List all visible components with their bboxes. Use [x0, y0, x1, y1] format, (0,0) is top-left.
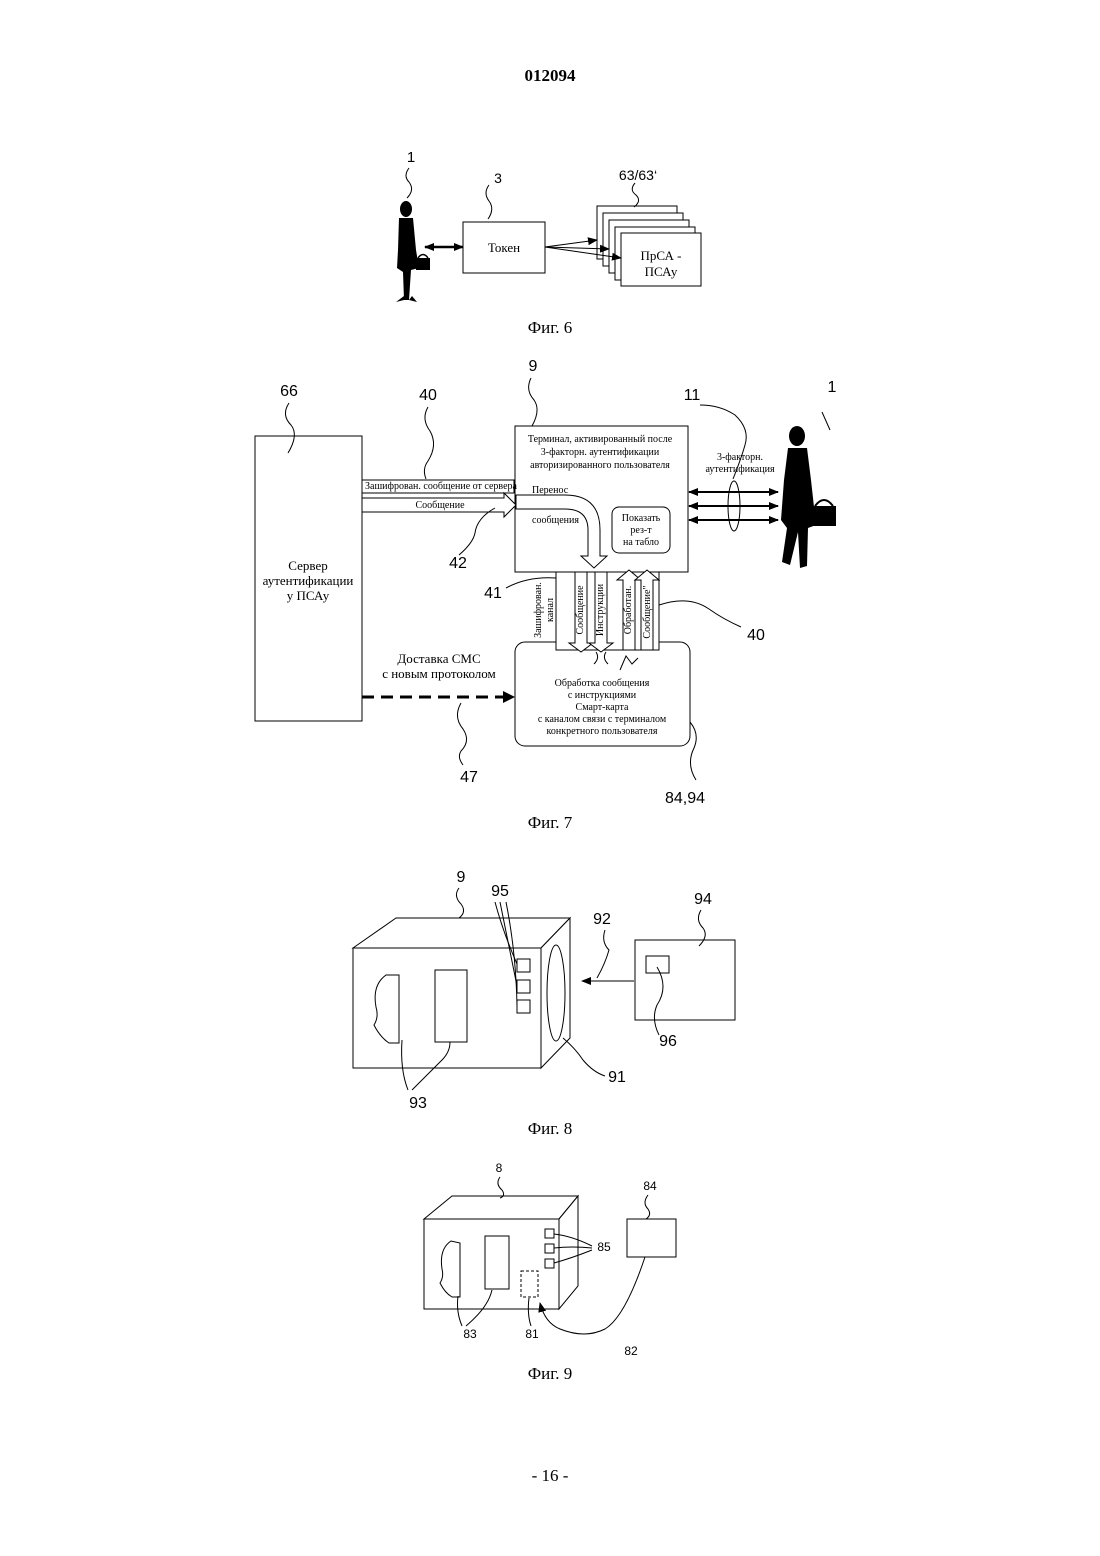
leader-line — [498, 1177, 504, 1198]
button-group — [517, 959, 530, 1013]
ref-server: 66 — [280, 383, 298, 400]
transfer-line2: сообщения — [532, 515, 579, 526]
ref-certificates: 63/63‘ — [619, 167, 657, 183]
leader-line — [456, 888, 463, 918]
channel-line2: канал — [545, 598, 556, 622]
figure-8-caption: Фиг. 8 — [0, 1119, 1100, 1139]
arrow-message2-label: Сообщение" — [642, 585, 653, 638]
show-line3: на табло — [623, 537, 659, 548]
button-group — [545, 1229, 554, 1268]
figure-8: 9 95 92 94 91 96 93 — [353, 869, 735, 1112]
three-factor-arrows — [689, 481, 778, 531]
processing-line3: Смарт-карта — [576, 702, 629, 713]
ref-link: 92 — [593, 911, 611, 928]
leader-line — [690, 722, 696, 780]
ref-terminal: 9 — [457, 869, 466, 886]
channel-line1: Зашифрован. — [533, 582, 544, 638]
ref-slot: 81 — [525, 1327, 539, 1341]
ref-message: 42 — [449, 555, 467, 572]
ref-three-factor: 11 — [684, 387, 701, 404]
figure-9: 8 84 85 83 81 82 — [424, 1161, 676, 1358]
arrow-processed-label: Обработан. — [623, 586, 634, 635]
sms-line2: с новым протоколом — [382, 666, 496, 681]
figure-6: 1 Токен 3 ПрСА - ПСАу 63/63‘ — [396, 149, 701, 302]
server-line1: Сервер — [288, 558, 327, 573]
certificate-label-line2: ПСАу — [645, 264, 678, 279]
leader-line — [659, 601, 741, 627]
leader-line — [506, 578, 556, 588]
ref-link: 82 — [624, 1344, 638, 1358]
sms-arrow-head — [503, 691, 515, 703]
ref-chip: 96 — [659, 1033, 677, 1050]
leader-line — [424, 407, 433, 479]
server-line3: у ПСАу — [287, 588, 330, 603]
ref-card: 84 — [643, 1179, 657, 1193]
show-line2: рез-т — [630, 525, 652, 536]
certificate-label-line1: ПрСА - — [641, 248, 682, 263]
processing-line1: Обработка сообщения — [555, 678, 650, 689]
ref-channel: 41 — [484, 585, 502, 602]
page-number: - 16 - — [0, 1466, 1100, 1486]
businesswoman-silhouette — [781, 426, 836, 568]
ref-token: 3 — [494, 170, 502, 186]
terminal-line3: авторизированного пользователя — [530, 460, 670, 471]
figure-7-caption: Фиг. 7 — [0, 813, 1100, 833]
figure-7: Сервер аутентификации у ПСАу 66 Терминал… — [255, 358, 837, 807]
ref-biometric: 83 — [463, 1327, 477, 1341]
token-label: Токен — [488, 240, 520, 255]
ref-reader: 91 — [608, 1069, 626, 1086]
smart-card — [635, 940, 735, 1020]
sms-line1: Доставка СМС — [397, 651, 480, 666]
arrow-message-label: Сообщение — [575, 585, 586, 635]
ref-user: 1 — [407, 149, 415, 166]
businesswoman-silhouette — [396, 201, 430, 302]
display-panel — [435, 970, 467, 1042]
ref-sms: 47 — [460, 769, 478, 786]
terminal-line2: 3-факторн. аутентификации — [541, 447, 660, 458]
ref-smartcard: 84,94 — [665, 790, 705, 807]
ref-buttons: 85 — [597, 1240, 611, 1254]
figure-9-caption: Фиг. 9 — [0, 1364, 1100, 1384]
figure-6-caption: Фиг. 6 — [0, 318, 1100, 338]
ref-biometric: 93 — [409, 1095, 427, 1112]
leader-line — [597, 930, 609, 978]
ref-card: 94 — [694, 891, 712, 908]
display-panel — [485, 1236, 509, 1289]
leader-line — [822, 412, 830, 430]
leader-line — [632, 183, 638, 207]
smart-card — [627, 1219, 676, 1257]
ref-user: 1 — [828, 379, 837, 396]
processing-line2: с инструкциями — [568, 690, 637, 701]
leader-line — [529, 378, 537, 426]
leader-line — [645, 1195, 650, 1219]
leader-line — [459, 508, 495, 555]
three-factor-line2: аутентификация — [705, 464, 774, 475]
processing-line5: конкретного пользователя — [547, 726, 658, 737]
leader-line — [457, 703, 466, 765]
leader-line — [563, 1038, 605, 1076]
leader-line — [486, 185, 492, 219]
ref-terminal: 9 — [529, 358, 538, 375]
leader-line — [406, 168, 412, 198]
ref-encrypted-message: 40 — [419, 387, 437, 404]
terminal-line1: Терминал, активированный после — [528, 434, 673, 445]
server-line2: аутентификации — [263, 573, 354, 588]
encrypted-from-server-label: Зашифрован. сообщение от сервера — [365, 481, 518, 492]
ref-terminal: 8 — [496, 1161, 503, 1175]
processing-line4: с каналом связи с терминалом — [538, 714, 667, 725]
arrow-instructions-label: Инструкции — [595, 583, 606, 636]
card-chip — [646, 956, 669, 973]
show-line1: Показать — [622, 513, 661, 524]
transfer-line1: Перенос — [532, 485, 569, 496]
ref-buttons: 95 — [491, 883, 509, 900]
message-label: Сообщение — [415, 500, 465, 511]
token-cert-arrow — [545, 240, 597, 247]
ref-message-out: 40 — [747, 627, 765, 644]
